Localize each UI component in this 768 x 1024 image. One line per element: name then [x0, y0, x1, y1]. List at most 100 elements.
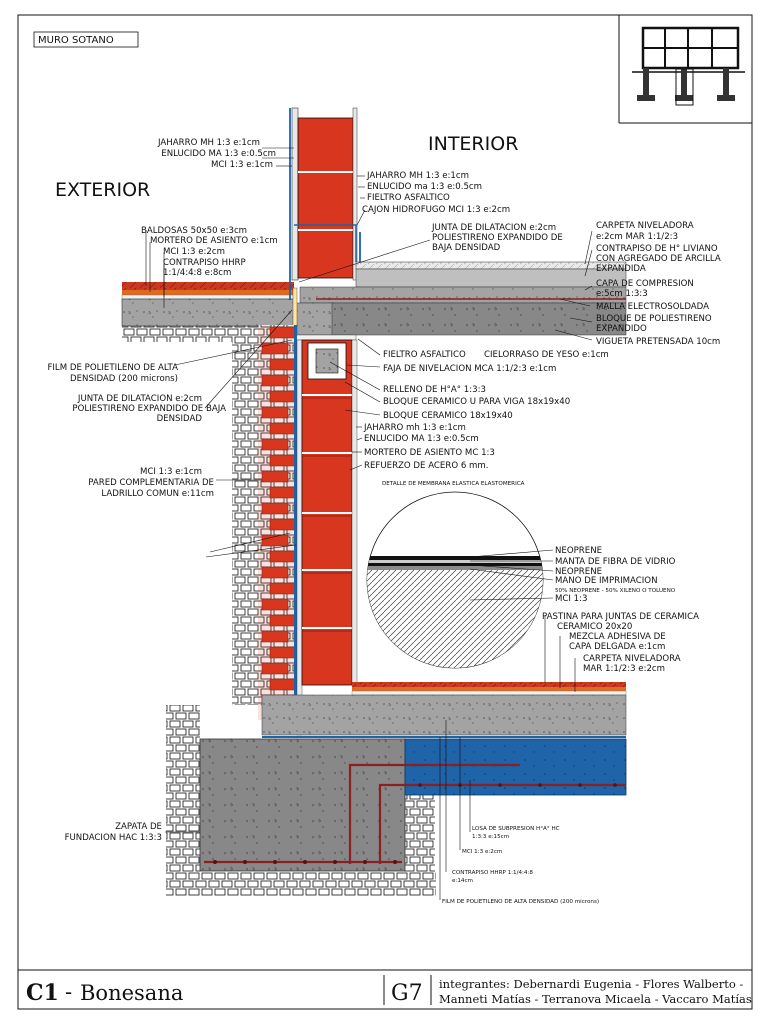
- label-junta-top-2: POLIESTIRENO EXPANDIDO DE: [432, 233, 563, 243]
- rebar-dot: [303, 860, 307, 864]
- int-light-concrete: [355, 268, 627, 288]
- brick: [261, 374, 289, 387]
- bsmt-adhesive: [352, 687, 626, 691]
- brick: [261, 502, 289, 515]
- sheet-title-box: [33, 31, 139, 48]
- zone-exterior: EXTERIOR: [55, 179, 150, 201]
- brick: [261, 438, 289, 451]
- footer: C1 - Bonesana G7 integrantes: Debernardi…: [26, 975, 752, 1006]
- label-mezcla-neoprene: 50% NEOPRENE - 50% XILENO O TOLUENO: [555, 588, 676, 594]
- rebar-dot: [363, 860, 367, 864]
- label-junta-left-2: POLIESTIRENO EXPANDIDO DE BAJA: [72, 404, 226, 414]
- label-manta-fibra: MANTA DE FIBRA DE VIDRIO: [555, 557, 676, 567]
- upper-wall-brick: [297, 117, 354, 279]
- label-contrapiso-liviano-1: CONTRAPISO DE H° LIVIANO: [596, 244, 718, 254]
- label-mezcla-adhesiva-2: CAPA DELGADA e:1cm: [569, 642, 665, 652]
- label-mezcla-adhesiva-1: MEZCLA ADHESIVA DE: [569, 632, 666, 642]
- label-junta-top-3: BAJA DENSIDAD: [432, 243, 501, 253]
- footing: [199, 738, 406, 872]
- bsmt-screed: [351, 690, 627, 696]
- membrane-detail: [366, 491, 544, 669]
- label-film-bottom: FILM DE POLIETILENO DE ALTA DENSIDAD (20…: [442, 899, 599, 905]
- label-contrapiso-mix: 1:1/4:4:8 e:8cm: [163, 268, 231, 278]
- rebar-dot: [273, 860, 277, 864]
- label-fieltro-center: FIELTRO ASFALTICO: [367, 193, 450, 203]
- zone-interior: INTERIOR: [428, 133, 518, 155]
- brick: [269, 518, 297, 531]
- label-mci-floor: MCI 1:3 e:2cm: [163, 247, 225, 257]
- soil-lower: [166, 705, 200, 895]
- u-block-fill: [315, 348, 339, 374]
- footer-group: G7: [391, 981, 423, 1006]
- brick: [261, 630, 289, 643]
- ext-tile: [122, 282, 294, 290]
- brick: [269, 454, 297, 467]
- brick: [269, 358, 297, 371]
- label-contrapiso-hhrp: CONTRAPISO HHRP: [163, 258, 246, 268]
- ext-mortar: [122, 290, 294, 295]
- upper-wall-plaster: [291, 107, 299, 281]
- cajon-hidrofugo: [294, 224, 357, 262]
- label-faja-nivelacion: FAJA DE NIVELACION MCA 1:1/2:3 e:1cm: [383, 364, 556, 374]
- lower-wall-plaster: [296, 339, 303, 736]
- brick: [261, 470, 289, 483]
- lower-wall-plaster-int: [351, 339, 358, 686]
- label-mci-detail: MCI 1:3: [555, 594, 588, 604]
- subpression-slab: [404, 738, 627, 796]
- label-baldosas: BALDOSAS 50x50 e:3cm: [141, 226, 247, 236]
- label-jaharro-mid: JAHARRO mh 1:3 e:1cm: [363, 423, 466, 433]
- rebar-dot: [393, 860, 397, 864]
- label-enlucido-left: ENLUCIDO MA 1:3 e:0.5cm: [161, 149, 276, 159]
- rebar-dot: [333, 860, 337, 864]
- footer-code: C1: [26, 980, 59, 1006]
- label-cielorraso: CIELORRASO DE YESO e:1cm: [484, 350, 609, 360]
- rebar-dot: [613, 783, 617, 787]
- brick: [269, 422, 297, 435]
- label-capa-compresion-1: CAPA DE COMPRESION: [596, 279, 694, 289]
- ext-mci: [121, 294, 295, 300]
- brick: [269, 646, 297, 659]
- annotation-labels: JAHARRO MH 1:3 e:1cm ENLUCIDO MA 1:3 e:0…: [47, 138, 720, 905]
- label-junta-top-1: JUNTA DE DILATACION e:2cm: [431, 223, 556, 233]
- label-zapata-1: ZAPATA DE: [115, 822, 162, 832]
- label-pared-1: PARED COMPLEMENTARIA DE: [88, 478, 214, 488]
- int-compression: [299, 286, 627, 304]
- upper-wall-plaster-int: [352, 107, 358, 281]
- label-neoprene-1: NEOPRENE: [555, 546, 602, 556]
- brick: [261, 342, 289, 355]
- bsmt-tile: [352, 682, 626, 687]
- label-refuerzo: REFUERZO DE ACERO 6 mm.: [364, 461, 489, 471]
- footer-members-2: Manneti Matías - Terranova Micaela - Vac…: [439, 992, 752, 1006]
- rebar-points: [213, 783, 617, 864]
- int-ceiling: [295, 334, 357, 341]
- footer-dash: -: [65, 980, 72, 1004]
- rebar-dot: [538, 783, 542, 787]
- rebar-dot: [213, 860, 217, 864]
- label-contrapiso-bottom-1: CONTRAPISO HHRP 1:1/4:4:8: [452, 870, 533, 876]
- brick: [261, 662, 289, 675]
- label-mci-wall: MCI 1:3 e:1cm: [140, 467, 202, 477]
- ext-subfloor: [121, 298, 295, 327]
- int-eps-block: [329, 302, 627, 336]
- label-film-1: FILM DE POLIETILENO DE ALTA: [47, 363, 178, 373]
- rebar-dot: [498, 783, 502, 787]
- soil-under-exterior-floor: [122, 326, 232, 342]
- label-pared-2: LADRILLO COMUN e:11cm: [101, 489, 214, 499]
- brick: [269, 614, 297, 627]
- footer-name: Bonesana: [80, 981, 183, 1005]
- brick: [269, 582, 297, 595]
- label-contrapiso-liviano-2: CON AGREGADO DE ARCILLA: [596, 254, 721, 264]
- label-neoprene-2: NEOPRENE: [555, 567, 602, 577]
- sheet-border: [17, 14, 753, 1010]
- label-carpeta-2: e:2cm MAR 1:1/2:3: [596, 232, 678, 242]
- label-cajon-hidrofugo: CAJON HIDROFUGO MCI 1:3 e:2cm: [362, 205, 510, 215]
- brick: [269, 678, 297, 691]
- lower-wall-film: [294, 325, 297, 735]
- label-capa-compresion-2: e:5cm 1:3:3: [596, 289, 648, 299]
- label-film-2: DENSIDAD (200 microns): [70, 374, 178, 384]
- brick: [269, 486, 297, 499]
- label-losa-1: LOSA DE SUBPRESION H°A° HC: [472, 826, 560, 832]
- footer-members-1: integrantes: Debernardi Eugenia - Flores…: [439, 977, 743, 991]
- label-contrapiso-bottom-2: e:14cm: [452, 878, 473, 884]
